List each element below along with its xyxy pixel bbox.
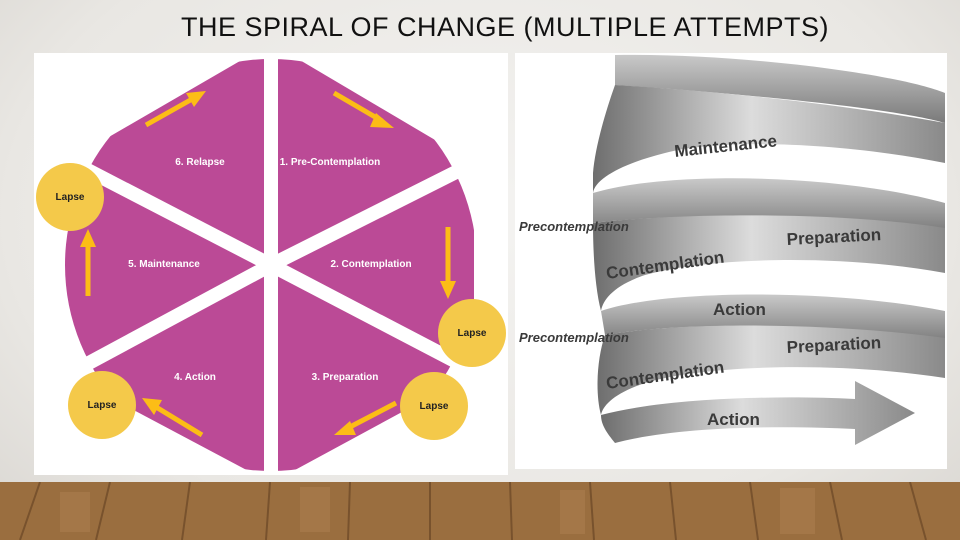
lapse-label: Lapse: [458, 328, 487, 339]
lapse-label: Lapse: [56, 192, 85, 203]
spiral-label-precontemplation: Precontemplation: [519, 330, 629, 345]
arrow-icon: [144, 91, 206, 128]
segment-label-action: 4. Action: [174, 372, 216, 383]
wheel-arrows: [80, 90, 456, 438]
wood-floor: [0, 482, 960, 540]
segment-dividers: [70, 53, 478, 475]
segment-label-maintenance: 5. Maintenance: [128, 259, 200, 270]
arrow-icon: [332, 90, 394, 128]
lapse-circle: Lapse: [68, 371, 136, 439]
segment-label-preparation: 3. Preparation: [312, 372, 379, 383]
stages-wheel: 1. Pre-Contemplation 2. Contemplation 3.…: [36, 53, 506, 475]
wheel-segments: [65, 59, 474, 471]
spiral-label-action: Action: [713, 300, 766, 319]
lapse-circle: Lapse: [438, 299, 506, 367]
spiral-label-preparation: Preparation: [786, 333, 881, 357]
segment-label-relapse: 6. Relapse: [175, 157, 225, 168]
spiral-label-action: Action: [707, 410, 760, 429]
lapse-circles: Lapse Lapse Lapse Lapse: [36, 163, 506, 440]
segment-label-contemplation: 2. Contemplation: [330, 259, 411, 270]
lapse-circle: Lapse: [36, 163, 104, 231]
lapse-circle: Lapse: [400, 372, 468, 440]
segment-preparation: [271, 265, 474, 471]
segment-relapse: [65, 59, 271, 265]
segment-label-pre-contemplation: 1. Pre-Contemplation: [280, 157, 381, 168]
spiral-label-preparation: Preparation: [786, 225, 881, 249]
arrow-icon: [80, 229, 96, 296]
spiral-panel: Maintenance Precontemplation Contemplati…: [515, 53, 947, 469]
lapse-label: Lapse: [88, 400, 117, 411]
slide-title: THE SPIRAL OF CHANGE (MULTIPLE ATTEMPTS): [180, 12, 830, 42]
arrow-icon: [440, 227, 456, 299]
segment-contemplation: [271, 163, 474, 373]
arrow-icon: [142, 398, 204, 438]
spiral-label-precontemplation: Precontemplation: [519, 219, 629, 234]
spiral-ribbon: [593, 54, 945, 445]
spiral-graphic: Maintenance Precontemplation Contemplati…: [519, 54, 945, 445]
segment-pre-contemplation: [271, 59, 474, 265]
segment-action: [65, 265, 271, 471]
stages-wheel-panel: 1. Pre-Contemplation 2. Contemplation 3.…: [34, 53, 508, 475]
arrow-icon: [334, 400, 398, 435]
segment-maintenance: [65, 163, 271, 373]
lapse-label: Lapse: [420, 401, 449, 412]
